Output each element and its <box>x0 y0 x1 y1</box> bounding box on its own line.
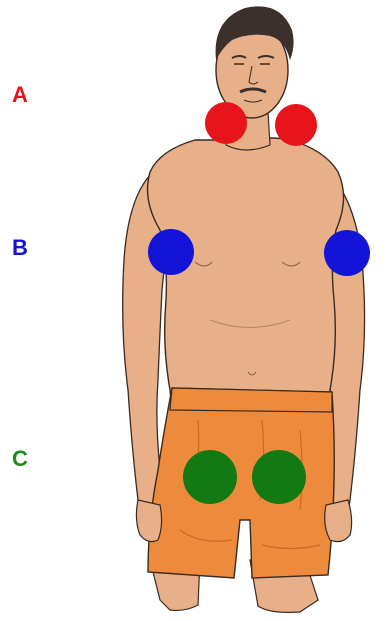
shorts <box>148 388 334 578</box>
right-hand <box>325 500 352 542</box>
marker-a-right <box>275 104 317 146</box>
marker-b-right <box>324 230 370 276</box>
left-hand <box>136 500 161 542</box>
marker-a-left <box>205 102 247 144</box>
waistband <box>170 388 332 412</box>
marker-b-left <box>148 229 194 275</box>
label-b: B <box>12 237 28 259</box>
marker-c-right <box>252 450 306 504</box>
shorts-body <box>148 388 334 578</box>
marker-c-left <box>183 450 237 504</box>
label-a: A <box>12 84 28 106</box>
label-c: C <box>12 448 28 470</box>
head <box>216 6 294 118</box>
